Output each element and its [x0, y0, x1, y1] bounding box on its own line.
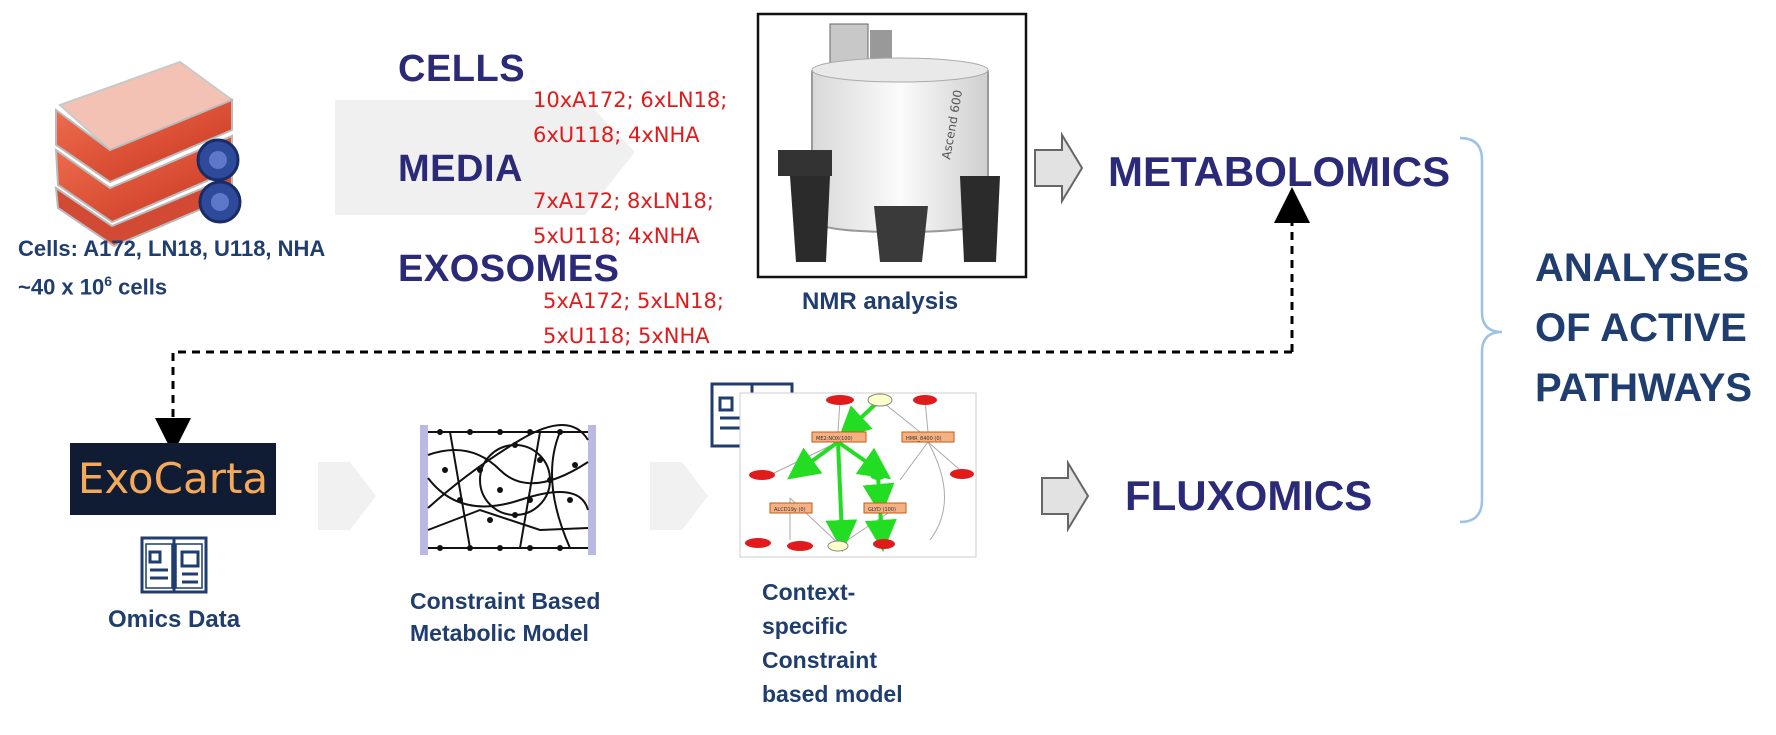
nmr-spectrometer-icon: Ascend 600 — [756, 12, 1028, 279]
metabolomics-label: METABOLOMICS — [1108, 148, 1451, 195]
analyses-title: ANALYSES OF ACTIVE PATHWAYS — [1535, 238, 1752, 418]
sample-counts-exosomes-line1: 5xA172; 5xLN18; — [543, 289, 724, 313]
sample-title-media: MEDIA — [398, 148, 523, 190]
background-arrow — [335, 100, 635, 215]
sample-counts-exosomes-line2: 5xU118; 5xNHA — [543, 324, 710, 348]
svg-text:ALCD19y (0): ALCD19y (0) — [774, 507, 806, 513]
flow-arrow-icon — [650, 462, 708, 530]
context-model-line2: specific — [762, 613, 848, 639]
sample-title-exosomes: EXOSOMES — [398, 248, 620, 290]
bracket-icon — [1459, 136, 1503, 524]
flask-icon — [54, 60, 242, 248]
exocarta-logo: ExoCarta — [70, 443, 276, 515]
analyses-line3: PATHWAYS — [1535, 366, 1753, 410]
constraint-model-line2: Metabolic Model — [410, 620, 589, 646]
context-model-caption: Context- specific Constraint based model — [762, 575, 903, 711]
svg-text:GLYD (100): GLYD (100) — [868, 507, 896, 513]
cells-caption: Cells: A172, LN18, U118, NHA ~40 x 106 c… — [18, 232, 325, 303]
svg-text:HMR_8400 (0): HMR_8400 (0) — [906, 436, 941, 442]
svg-text:ME2;NOX(100): ME2;NOX(100) — [816, 436, 853, 442]
sample-counts-media-line1: 7xA172; 8xLN18; — [533, 189, 714, 213]
fluxomics-label: FLUXOMICS — [1125, 472, 1373, 519]
nmr-analysis-label: NMR analysis — [802, 288, 959, 315]
flow-arrow-icon — [1034, 131, 1084, 205]
sample-counts-cells-line2: 6xU118; 4xNHA — [533, 123, 700, 147]
sample-counts-cells-line1: 10xA172; 6xLN18; — [533, 88, 728, 112]
cells-caption-line2: ~40 x 106 cells — [18, 273, 168, 300]
network-graph-icon — [420, 424, 596, 555]
flow-arrow-icon — [318, 462, 376, 530]
flow-arrow-icon — [1041, 459, 1090, 533]
dashed-connector — [155, 350, 1292, 454]
analyses-line1: ANALYSES — [1535, 246, 1750, 290]
context-model-line4: based model — [762, 681, 903, 707]
cells-caption-line1: Cells: A172, LN18, U118, NHA — [18, 236, 326, 261]
omics-data-label: Omics Data — [108, 606, 241, 633]
constraint-model-caption: Constraint Based Metabolic Model — [410, 585, 600, 649]
sample-title-cells: CELLS — [398, 48, 526, 90]
context-model-line1: Context- — [762, 579, 856, 605]
document-icon — [140, 536, 208, 594]
network-graph-icon: ME2;NOX(100) HMR_8400 (0) ALCD19y (0) GL… — [739, 392, 977, 558]
constraint-model-line1: Constraint Based — [410, 588, 601, 614]
context-model-line3: Constraint — [762, 647, 877, 673]
analyses-line2: OF ACTIVE — [1535, 306, 1747, 350]
sample-counts-media-line2: 5xU118; 4xNHA — [533, 224, 700, 248]
